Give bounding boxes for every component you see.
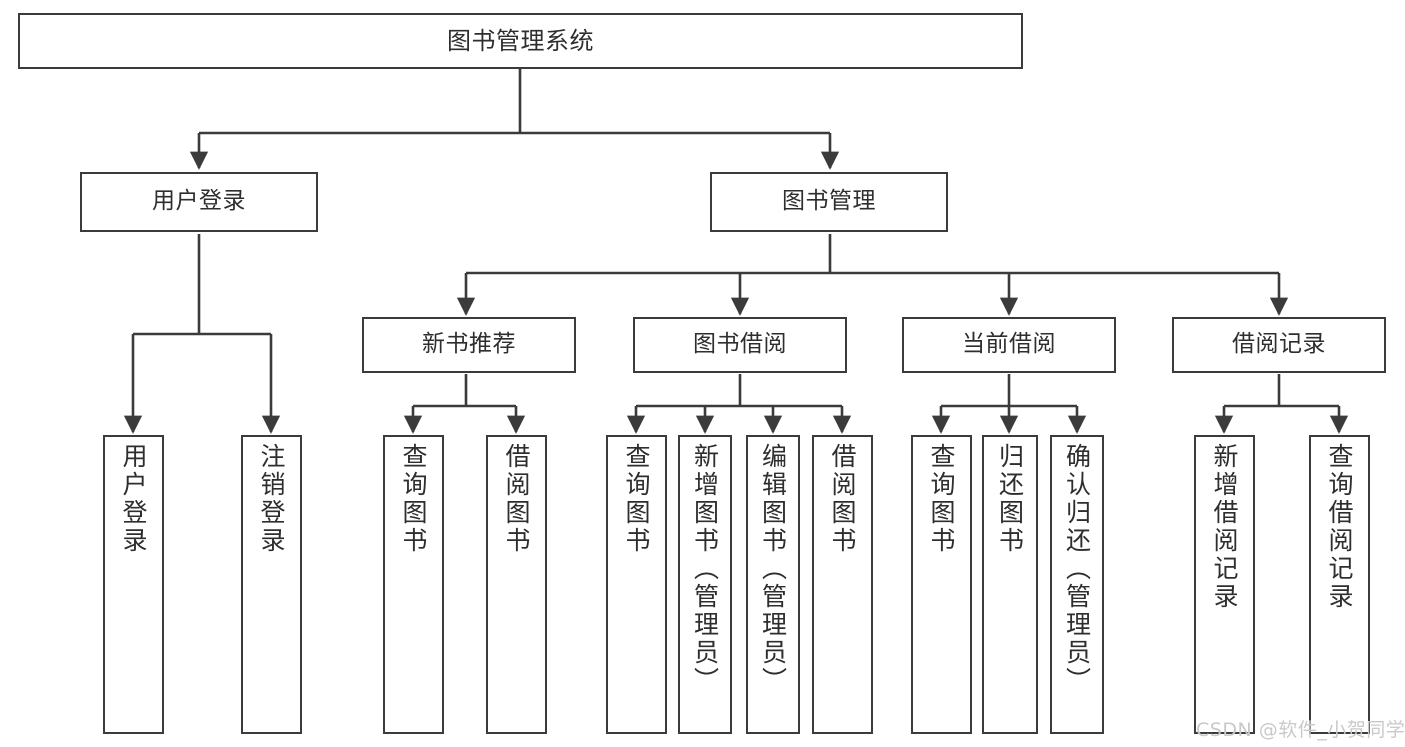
leaf-currentborrow-return-book[interactable]: 归还图书	[982, 435, 1038, 734]
node-label: 图书管理系统	[447, 26, 594, 55]
node-label: 图书借阅	[693, 331, 787, 358]
leaf-label: 查询借阅记录	[1325, 443, 1354, 611]
node-borrow-record[interactable]: 借阅记录	[1172, 317, 1386, 373]
leaf-label: 查询图书	[927, 443, 956, 555]
leaf-label: 借阅图书	[828, 443, 857, 555]
watermark-text: CSDN @软件_小贺同学	[1196, 719, 1405, 741]
leaf-bookborrow-edit-book-admin[interactable]: 编辑图书（管理员）	[746, 435, 800, 734]
node-user-login[interactable]: 用户登录	[80, 172, 318, 232]
leaf-label: 查询图书	[622, 443, 651, 555]
leaf-label: 新增图书（管理员）	[690, 443, 720, 695]
node-root-book-management-system[interactable]: 图书管理系统	[18, 13, 1023, 69]
leaf-label: 新增借阅记录	[1210, 443, 1239, 611]
node-label: 借阅记录	[1232, 331, 1326, 358]
leaf-label: 注销登录	[257, 443, 286, 555]
leaf-label: 借阅图书	[502, 443, 531, 555]
leaf-currentborrow-confirm-return-admin[interactable]: 确认归还（管理员）	[1050, 435, 1104, 734]
leaf-label: 用户登录	[119, 443, 148, 555]
leaf-bookborrow-add-book-admin[interactable]: 新增图书（管理员）	[678, 435, 732, 734]
node-book-borrow[interactable]: 图书借阅	[633, 317, 847, 373]
node-label: 新书推荐	[422, 331, 516, 358]
node-label: 用户登录	[152, 188, 246, 215]
leaf-borrowrecord-add-record[interactable]: 新增借阅记录	[1194, 435, 1255, 734]
leaf-currentborrow-query-book[interactable]: 查询图书	[911, 435, 972, 734]
leaf-label: 确认归还（管理员）	[1062, 443, 1092, 695]
leaf-label: 查询图书	[399, 443, 428, 555]
leaf-newbook-borrow-book[interactable]: 借阅图书	[486, 435, 547, 734]
leaf-label: 归还图书	[995, 443, 1025, 555]
node-book-management[interactable]: 图书管理	[710, 172, 948, 232]
leaf-logout[interactable]: 注销登录	[241, 435, 302, 734]
node-new-book-recommend[interactable]: 新书推荐	[362, 317, 576, 373]
leaf-borrowrecord-query-record[interactable]: 查询借阅记录	[1309, 435, 1370, 734]
node-current-borrow[interactable]: 当前借阅	[902, 317, 1116, 373]
leaf-bookborrow-borrow-book[interactable]: 借阅图书	[812, 435, 873, 734]
leaf-label: 编辑图书（管理员）	[758, 443, 788, 695]
node-label: 当前借阅	[962, 331, 1056, 358]
leaf-bookborrow-query-book[interactable]: 查询图书	[606, 435, 667, 734]
leaf-user-login[interactable]: 用户登录	[103, 435, 164, 734]
leaf-newbook-query-book[interactable]: 查询图书	[383, 435, 444, 734]
node-label: 图书管理	[782, 188, 876, 215]
